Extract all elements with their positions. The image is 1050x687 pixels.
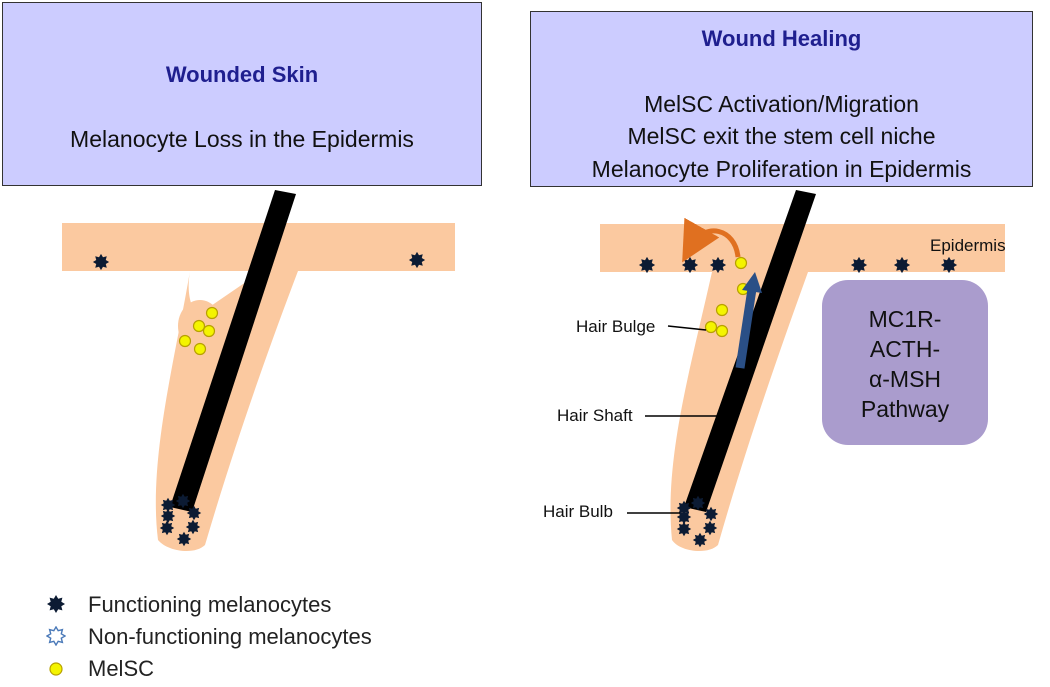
melanocyte-icon <box>702 520 718 536</box>
melanocyte-icon <box>160 508 176 524</box>
pathway-line-2: ACTH- <box>869 336 941 362</box>
wound-healing-title: Wound Healing <box>701 26 862 51</box>
melanocyte-icon <box>690 495 706 511</box>
legend-melsc-icon <box>49 662 63 676</box>
melanocyte-icon <box>692 532 708 548</box>
melsc-icon <box>715 324 729 338</box>
hair-bulge-leader <box>667 325 707 331</box>
left-melsc-cluster <box>178 306 219 356</box>
wounded-skin-subtitle: Melanocyte Loss in the Epidermis <box>70 126 414 152</box>
melanocyte-icon <box>893 256 911 274</box>
pathway-line-1: MC1R- <box>868 306 942 332</box>
pathway-line-3: α-MSH <box>868 366 942 392</box>
melanocyte-icon <box>176 531 192 547</box>
melanocyte-icon <box>186 505 202 521</box>
melanocyte-icon <box>638 256 656 274</box>
melsc-icon <box>734 256 748 270</box>
melanocyte-icon <box>940 256 958 274</box>
hair-bulb-label: Hair Bulb <box>543 502 613 521</box>
wounded-skin-box: Wounded Skin Melanocyte Loss in the Epid… <box>2 2 482 186</box>
exit-niche-arrow <box>682 217 741 263</box>
melanocyte-icon <box>92 253 110 271</box>
migration-arrow <box>735 272 762 369</box>
melsc-icon <box>715 303 729 317</box>
legend-non-functioning-label: Non-functioning melanocytes <box>88 624 372 649</box>
wound-healing-box: Wound Healing MelSC Activation/Migration… <box>530 11 1033 187</box>
epidermis-label: Epidermis <box>930 236 1006 255</box>
pathway-line-4: Pathway <box>860 396 950 422</box>
melanocyte-icon <box>709 256 727 274</box>
left-follicle <box>155 271 298 552</box>
melanocyte-icon <box>159 520 175 536</box>
left-hair-shaft <box>170 190 296 512</box>
wound-healing-line-1: MelSC Activation/Migration <box>644 91 919 117</box>
legend-melsc-label: MelSC <box>88 656 155 681</box>
melsc-icon <box>193 342 207 356</box>
melsc-icon <box>704 320 718 334</box>
melanocyte-icon <box>408 251 426 269</box>
melanocyte-icon <box>676 509 692 525</box>
melsc-icon <box>202 324 216 338</box>
melanocyte-icon <box>850 256 868 274</box>
hair-bulge-label: Hair Bulge <box>576 317 656 336</box>
melanocyte-icon <box>703 506 719 522</box>
melanocyte-icon <box>185 519 201 535</box>
hair-shaft-label: Hair Shaft <box>557 406 633 425</box>
mc1r-pathway-box: MC1R- ACTH- α-MSH Pathway <box>822 280 988 445</box>
legend-non-functioning-icon <box>46 626 66 646</box>
right-hair-shaft <box>684 190 816 512</box>
melanocyte-icon <box>681 256 699 274</box>
wound-healing-line-2: MelSC exit the stem cell niche <box>627 123 936 149</box>
legend-functioning-label: Functioning melanocytes <box>88 592 332 617</box>
melsc-icon <box>178 334 192 348</box>
melanocyte-icon <box>175 493 191 509</box>
wounded-skin-title: Wounded Skin <box>165 62 319 87</box>
legend-functioning-icon <box>47 595 65 613</box>
wound-healing-line-3: Melanocyte Proliferation in Epidermis <box>591 156 972 182</box>
melsc-icon <box>192 319 206 333</box>
melsc-icon <box>205 306 219 320</box>
